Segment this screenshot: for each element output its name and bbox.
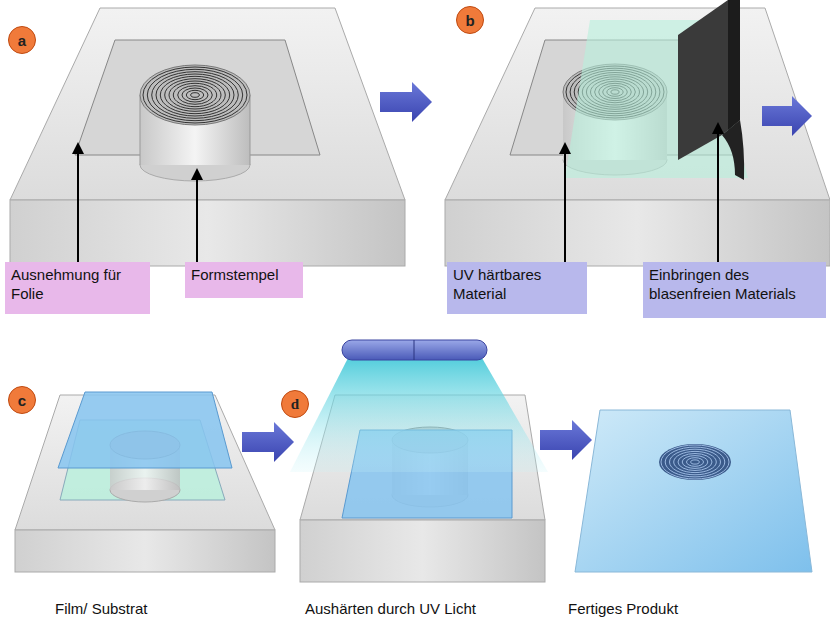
lens-ring (191, 93, 200, 98)
lens-ring (156, 74, 234, 116)
step-letter-circle: a (8, 26, 36, 54)
lens-ring (687, 458, 704, 467)
lens-ring (682, 456, 708, 469)
panel-b (445, 0, 830, 266)
step-letter: a (18, 32, 26, 49)
step-caption: Film/ Substrat (55, 600, 148, 617)
lens-ring (165, 79, 226, 112)
part-label: Formstempel (185, 262, 303, 298)
lens-ring (169, 81, 221, 109)
part-label: Ausnehmung für Folie (5, 262, 150, 314)
process-arrow (242, 422, 294, 462)
step-letter-circle: b (456, 6, 484, 34)
step-caption: Fertiges Produkt (568, 600, 678, 617)
lens-ring (178, 86, 213, 105)
lens-ring (143, 67, 247, 123)
process-arrow (540, 420, 592, 460)
lens-rings (661, 445, 729, 479)
lens-ring (173, 83, 216, 106)
lens-ring (147, 69, 242, 120)
label-text: Einbringen des blasenfreien Materials (649, 265, 820, 303)
step-letter: b (465, 12, 474, 29)
lens-rings (143, 67, 247, 123)
label-text: UV härtbares Material (453, 265, 581, 303)
panel-a (10, 8, 405, 266)
step-caption: Aushärten durch UV Licht (305, 600, 476, 617)
step-label: Einbringen des blasenfreien Materials (643, 262, 826, 318)
label-text: Ausnehmung für Folie (11, 265, 144, 303)
step-letter: c (18, 392, 26, 409)
step-letter-circle: c (8, 386, 36, 414)
step-letter: d (291, 396, 299, 413)
lens-ring (678, 454, 712, 471)
lens-ring (186, 90, 203, 99)
lens-ring (160, 76, 229, 113)
lens-ring (182, 88, 208, 102)
process-arrow (380, 82, 432, 122)
material-label: UV härtbares Material (447, 262, 587, 314)
lens-ring (691, 460, 700, 464)
process-arrow (762, 96, 812, 136)
panel-c (15, 392, 275, 572)
step-letter-circle: d (281, 390, 309, 418)
finished-product (575, 410, 812, 572)
lens-ring (674, 451, 717, 472)
lens-ring (661, 445, 729, 479)
lens-ring (665, 447, 725, 477)
label-text: Formstempel (191, 265, 297, 284)
lens-ring (670, 449, 721, 475)
panel-d (290, 340, 548, 582)
lens-ring (152, 72, 239, 119)
